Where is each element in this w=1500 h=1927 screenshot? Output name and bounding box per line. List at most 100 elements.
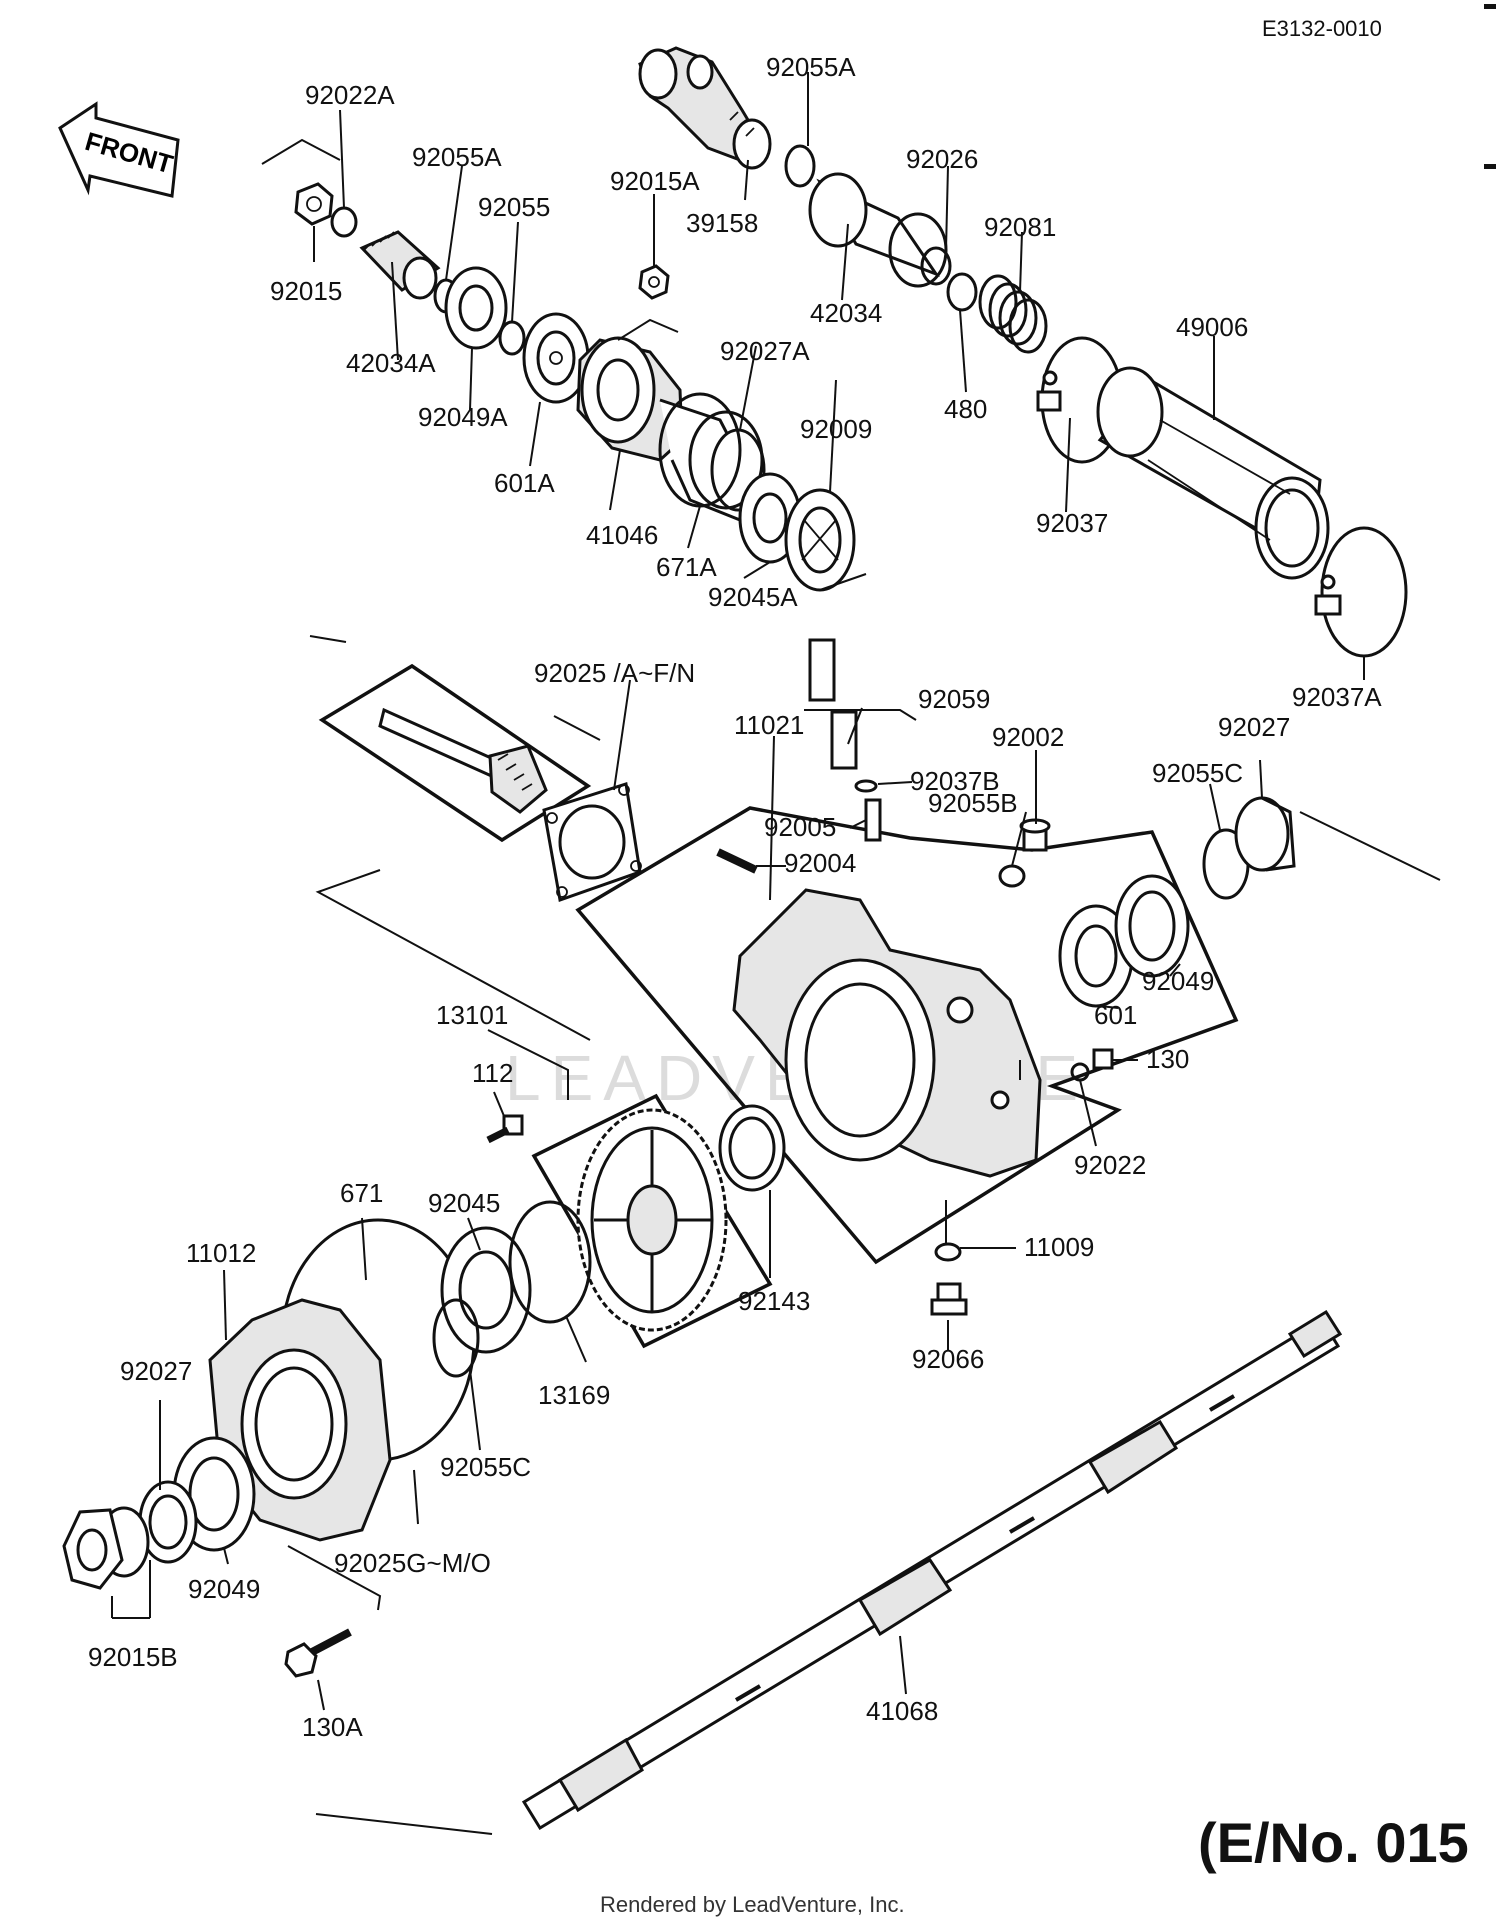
sleeve-42034	[808, 172, 948, 288]
label-92002: 92002	[992, 722, 1064, 752]
label-92055: 92055	[478, 192, 550, 222]
label-92009: 92009	[800, 414, 872, 444]
footer-credit: Rendered by LeadVenture, Inc.	[600, 1892, 905, 1917]
diagram-code: E3132-0010	[1262, 16, 1382, 41]
label-11021: 11021	[734, 710, 804, 740]
ring-92055	[498, 320, 526, 356]
ring-92045-snap	[508, 1200, 592, 1324]
clamp-92037	[1036, 336, 1124, 464]
label-49006: 49006	[1176, 312, 1248, 342]
label-92026: 92026	[906, 144, 978, 174]
group-box-pinion	[318, 663, 592, 843]
seal-92027-right	[1234, 796, 1296, 872]
pinion-gear-13101	[378, 707, 548, 814]
bearing-601a	[522, 312, 590, 404]
universal-joint-39158	[638, 46, 772, 170]
label-671: 671	[340, 1178, 383, 1208]
label-92055a-top: 92055A	[766, 52, 856, 82]
oring-92055b	[998, 864, 1026, 888]
label-130a: 130A	[302, 1712, 363, 1742]
clamp-92037a	[1314, 526, 1408, 658]
label-92027a: 92027A	[720, 336, 810, 366]
tube-92059	[808, 638, 858, 770]
label-11012: 11012	[186, 1238, 256, 1268]
ring-92055a-top	[784, 144, 816, 188]
label-92055a-left: 92055A	[412, 142, 502, 172]
label-601: 601	[1094, 1000, 1137, 1030]
label-92022a: 92022A	[305, 80, 395, 110]
label-601a: 601A	[494, 468, 555, 498]
label-92045a: 92045A	[708, 582, 798, 612]
label-671a: 671A	[656, 552, 717, 582]
edge-mark-top	[1484, 4, 1496, 9]
gear-42034a	[359, 230, 441, 300]
clip-92037b	[854, 779, 878, 793]
plug-92002	[1019, 818, 1051, 852]
axle-41068	[521, 1309, 1343, 1831]
label-92045: 92045	[428, 1188, 500, 1218]
label-92055c-right: 92055C	[1152, 758, 1243, 788]
seal-92009	[784, 488, 856, 592]
label-92025g-mo: 92025G~M/O	[334, 1548, 491, 1578]
label-39158: 39158	[686, 208, 758, 238]
label-92015a: 92015A	[610, 166, 700, 196]
leader-lines	[111, 72, 1441, 1835]
washer-92022a	[330, 206, 358, 238]
stud-92004	[716, 848, 758, 874]
label-41068: 41068	[866, 1696, 938, 1726]
label-41046: 41046	[586, 520, 658, 550]
label-130: 130	[1146, 1044, 1189, 1074]
ring-92055c-left	[432, 1298, 480, 1378]
label-92059: 92059	[918, 684, 990, 714]
label-92027-left: 92027	[120, 1356, 192, 1386]
label-92037: 92037	[1036, 508, 1108, 538]
label-112: 112	[472, 1058, 513, 1088]
drain-bolt-92066	[930, 1282, 968, 1316]
washer-11009	[934, 1242, 962, 1262]
label-92055c-left: 92055C	[440, 1452, 531, 1482]
label-92037b: 92037B	[910, 766, 1000, 796]
ring-92026	[920, 246, 952, 286]
nut-92015	[294, 182, 334, 226]
label-92015b: 92015B	[88, 1642, 178, 1672]
engine-number-note: (E/No. 015	[1198, 1811, 1469, 1874]
seal-92027a	[688, 410, 764, 510]
nut-92015a	[638, 264, 670, 300]
front-arrow-icon: FRONT	[58, 101, 180, 198]
collar-92143	[718, 1104, 786, 1192]
label-92143: 92143	[738, 1286, 810, 1316]
seal-92049-right	[1114, 874, 1190, 978]
label-92022: 92022	[1074, 1150, 1146, 1180]
label-92055b: 92055B	[928, 788, 1018, 818]
label-42034: 42034	[810, 298, 882, 328]
cover-11012	[208, 1298, 392, 1542]
label-92081: 92081	[984, 212, 1056, 242]
label-92027-right: 92027	[1218, 712, 1290, 742]
spring-92081	[978, 274, 1048, 354]
edge-mark-mid	[1484, 164, 1496, 169]
ring-gear-13169	[576, 1108, 728, 1332]
ring-480	[946, 272, 978, 312]
bearing-92045	[440, 1226, 532, 1354]
fitting-92005	[864, 798, 882, 842]
gear-housing-11021	[732, 888, 1042, 1178]
label-11009: 11009	[1024, 1232, 1094, 1262]
group-box-housing	[575, 806, 1239, 1265]
label-92025-afn: 92025 /A~F/N	[534, 658, 695, 688]
bolt-130a	[284, 1628, 352, 1678]
bolt-112	[486, 1114, 524, 1144]
label-92005: 92005	[764, 812, 836, 842]
label-13169: 13169	[538, 1380, 610, 1410]
label-92015: 92015	[270, 276, 342, 306]
bearing-92049a	[444, 266, 508, 350]
label-92004: 92004	[784, 848, 856, 878]
boot-49006	[1096, 366, 1330, 580]
label-92049-left: 92049	[188, 1574, 260, 1604]
label-13101: 13101	[436, 1000, 508, 1030]
label-92049-right: 92049	[1142, 966, 1214, 996]
label-92066: 92066	[912, 1344, 984, 1374]
label-92037a: 92037A	[1292, 682, 1382, 712]
label-92049a: 92049A	[418, 402, 508, 432]
nut-92015b	[62, 1506, 150, 1590]
